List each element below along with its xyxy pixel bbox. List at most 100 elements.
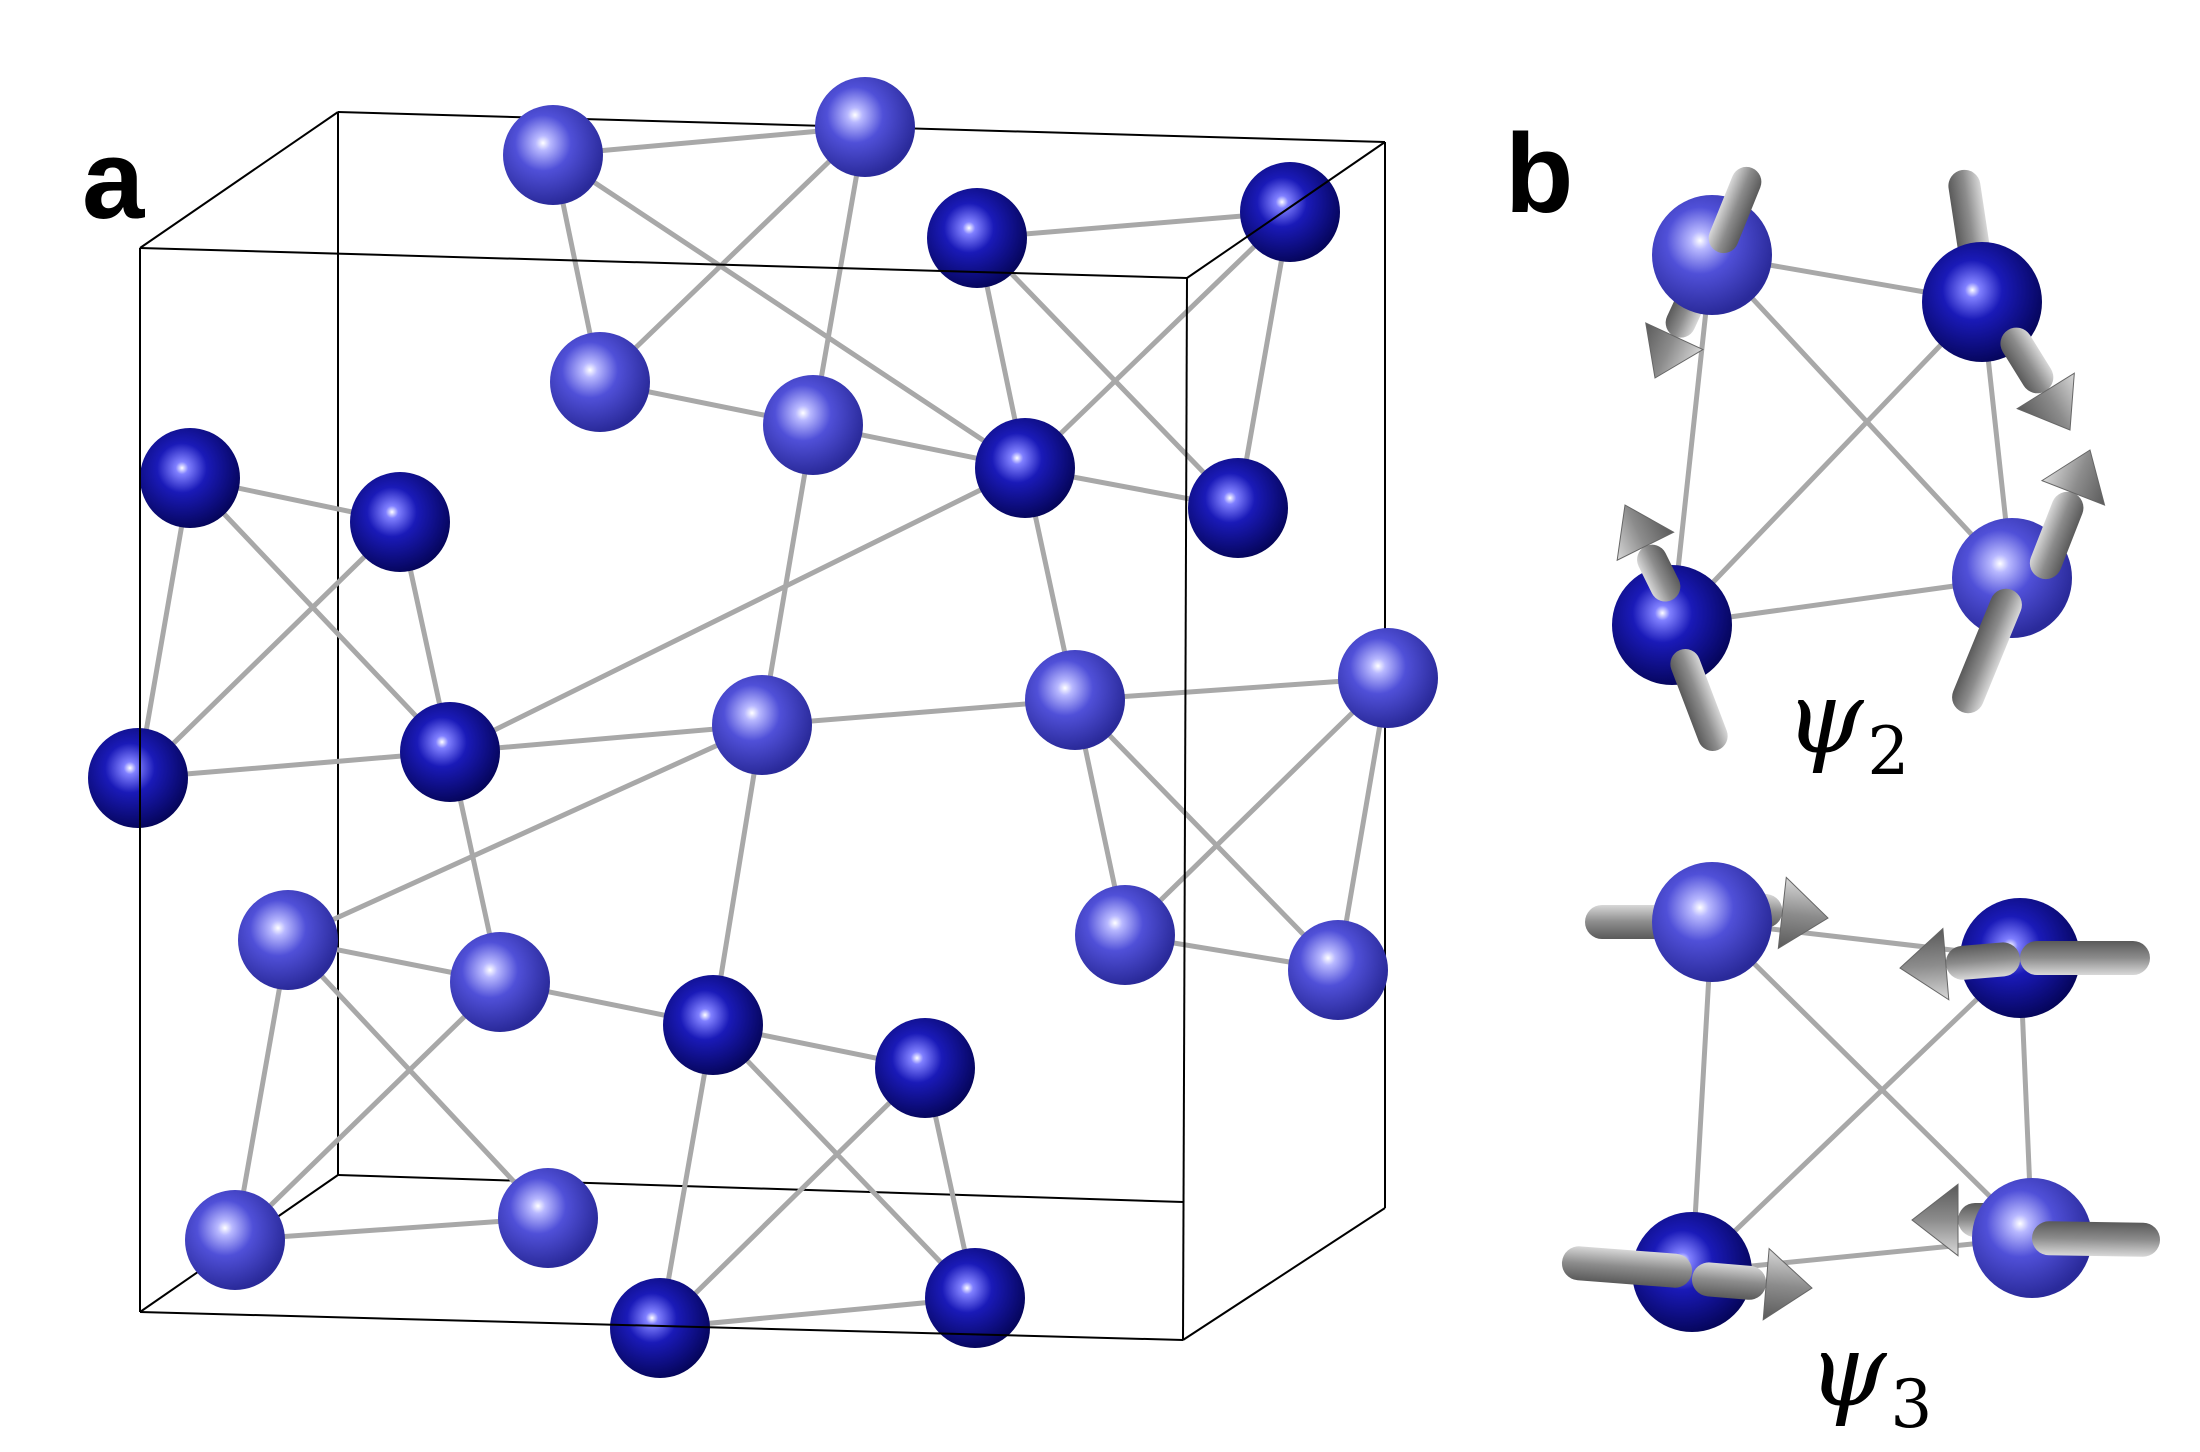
bond-rod [974,235,1241,511]
psi3-subscript: 3 [1890,1366,1932,1443]
spin-arrow-icon [1899,927,2021,1001]
spin-arrow-icon [1616,504,1681,602]
bond-rod [232,937,291,1243]
bond-rod [447,465,1028,755]
atom-sphere [763,375,863,475]
atom-sphere [975,418,1075,518]
spin-arrow-icon [2000,327,2075,431]
psi3-spin-arrows-front [1561,927,2161,1321]
psi3-symbol: ψ [1808,1312,1888,1429]
spin-arrow-icon [1952,588,2022,714]
bond-rod [597,124,868,385]
psi3-label: ψ3 [1808,1312,1932,1443]
psi2-label: ψ2 [1785,659,1909,790]
psi2-subscript: 2 [1867,713,1909,790]
psi3-atoms [1632,862,2092,1332]
psi2-spin-arrows-front [1616,166,2106,751]
atom-sphere [925,1248,1025,1348]
atom-sphere [875,1018,975,1118]
cell-edge [139,1311,1184,1341]
spin-arrow-icon [1708,166,1762,254]
bond-rod [657,1022,716,1331]
atom-sphere [140,428,240,528]
bond-rod [135,519,403,781]
panel-a: a [82,77,1438,1378]
atom-sphere [1288,920,1388,1020]
spin-arrow-icon [2029,449,2106,580]
atom-sphere [185,1190,285,1290]
atom-sphere [927,188,1027,288]
spin-arrow-icon [1691,1247,1813,1321]
bond-rod [1709,919,2035,1241]
bond-rod [1235,209,1293,511]
atom-sphere [663,975,763,1075]
atom-sphere [503,105,603,205]
panel-a-label: a [82,117,145,242]
psi2-cluster: ψ2 [1612,166,2106,790]
atom-sphere [350,472,450,572]
panel-b-label: b [1505,111,1573,236]
bond-rod [657,1295,978,1331]
psi3-cluster: ψ3 [1561,862,2161,1443]
cell-edge [139,111,339,249]
bond-rod [759,422,816,728]
bond-rod [810,124,868,428]
atom-sphere [450,932,550,1032]
cell-edge [1182,277,1188,1341]
bond-rod [187,475,453,755]
cell-edge [1186,141,1386,279]
bond-rod [974,209,1293,241]
atom-sphere [815,77,915,177]
bond-rod [135,475,193,781]
bond-rod [1709,252,2015,581]
spin-arrow-icon [1561,1246,1693,1288]
cell-edge [337,1174,1184,1203]
atom-sphere [1240,162,1340,262]
atom-sphere [1632,1212,1752,1332]
bond-rod [710,1022,978,1301]
bond-rod [759,697,1078,728]
atom-sphere [238,890,338,990]
atom-sphere [1652,862,1772,982]
atom-sphere [88,728,188,828]
atom-sphere [712,675,812,775]
bond-rod [232,1215,551,1243]
atom-sphere [1075,885,1175,985]
bond-rod [550,152,1028,471]
bond-rod [710,722,765,1028]
psi3-spin-arrows-back [1585,876,2032,1257]
bond-rod [135,749,453,781]
cell-edge [139,247,1188,279]
atom-sphere [550,332,650,432]
atom-sphere [1025,650,1125,750]
bond-rod [1122,675,1391,938]
atom-sphere [1188,458,1288,558]
bond-rod [1669,299,1985,628]
bond-rod [285,722,765,943]
cell-edge [1182,1207,1386,1341]
atom-sphere [1612,565,1732,685]
spin-arrow-icon [1670,649,1728,751]
panel-b: b ψ2 ψ3 [1505,111,2161,1443]
atom-sphere [610,1278,710,1378]
atom-sphere [498,1168,598,1268]
unit-cell-front [139,141,1386,1341]
psi2-symbol: ψ [1785,659,1865,776]
atom-sphere [1652,195,1772,315]
bond-rod [1669,252,1715,628]
bond-rod [1072,675,1391,703]
atom-sphere [400,702,500,802]
bond-rod [657,1065,928,1331]
spin-arrow-icon [2020,941,2150,975]
bond-rod [232,979,503,1243]
bond-rod [1022,209,1293,471]
spin-arrow-icon [2031,1221,2161,1257]
atoms-panel-a [88,77,1438,1378]
atom-sphere [1338,628,1438,728]
bond-rod [447,722,765,755]
bond-rod [1689,955,2023,1275]
bond-rod [285,937,551,1221]
bond-rod [550,124,868,158]
bond-rod [1072,697,1341,973]
